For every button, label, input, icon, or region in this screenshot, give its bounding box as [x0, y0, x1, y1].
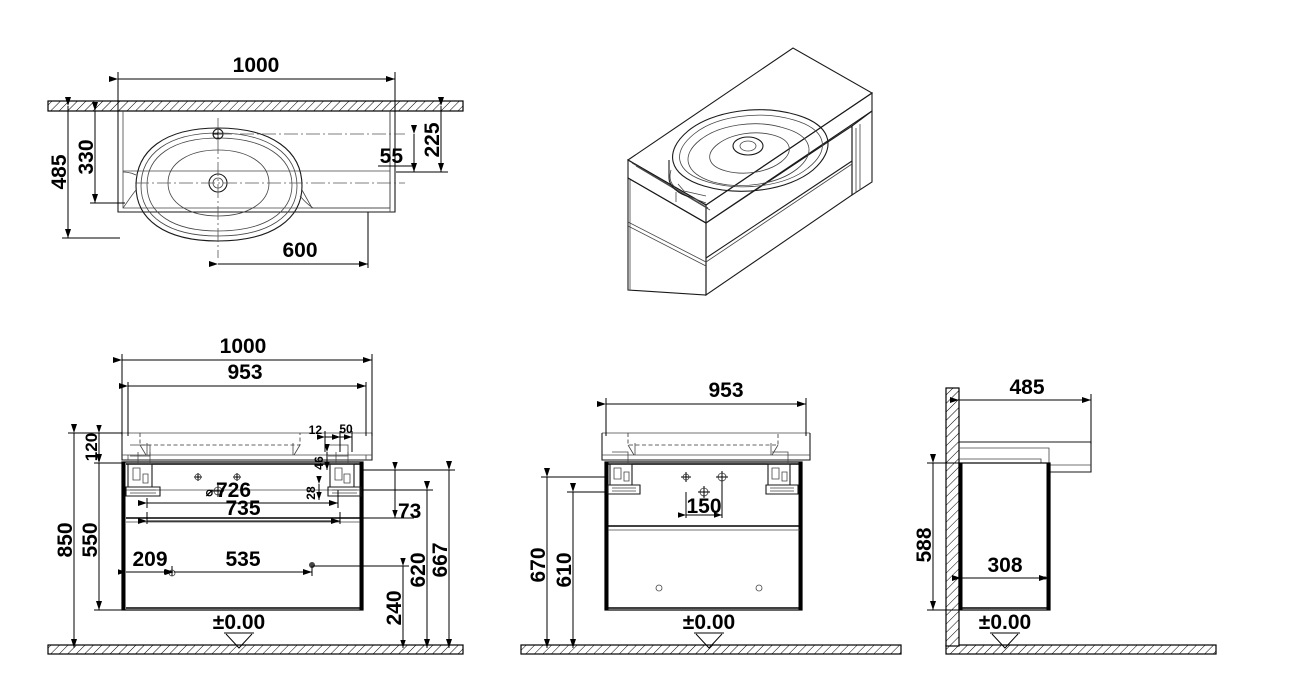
dim-label-1000-plan: 1000 [233, 54, 280, 77]
dim-535-front: 535 [165, 548, 313, 576]
datum-rear: ±0.00 [683, 611, 735, 649]
dim-label-670-rear: 670 [527, 547, 550, 582]
dim-label-535-front: 535 [225, 548, 260, 571]
datum-label-side: ±0.00 [979, 611, 1031, 634]
dim-label-485-side: 485 [1009, 376, 1044, 399]
dim-550-front: 550 [79, 454, 124, 611]
rear-counter-slab [601, 432, 811, 461]
side-cabinet-body [958, 462, 1051, 611]
datum-label-rear: ±0.00 [683, 611, 735, 634]
dim-240-front: 240 [313, 558, 409, 648]
dim-label-485-plan: 485 [48, 154, 71, 189]
datum-side: ±0.00 [979, 611, 1031, 649]
front-hardware-left [125, 444, 161, 497]
dim-1000-front: 1000 [113, 335, 373, 436]
dim-1000-plan: 1000 [109, 54, 396, 112]
dim-850-front: 850 [54, 424, 122, 648]
dim-209-front: 209 [118, 548, 173, 576]
floor-hatch-side [945, 644, 1217, 655]
dim-label-953-front: 953 [227, 361, 262, 384]
dim-953-rear: 953 [597, 379, 807, 436]
dim-label-12-front: 12 [309, 423, 323, 437]
dim-label-1000-front: 1000 [220, 335, 267, 358]
dim-588-side: 588 [913, 454, 961, 611]
dim-label-588-side: 588 [913, 527, 936, 562]
dim-label-50-front: 50 [339, 422, 353, 436]
dim-label-330-plan: 330 [75, 139, 98, 174]
dim-label-55-plan: 55 [380, 145, 404, 168]
drain-plan [135, 118, 405, 258]
top-view: 1000 600 485 330 225 55 [47, 54, 464, 268]
dim-953-front: 953 [119, 361, 367, 436]
dim-label-667-front: 667 [429, 542, 452, 577]
dim-label-735-front: 735 [225, 497, 260, 520]
dim-485-plan: 485 [48, 97, 120, 239]
dim-label-308-side: 308 [987, 554, 1022, 577]
dim-150-rear: 150 [678, 480, 723, 518]
dim-label-726-front: 726 [216, 479, 251, 502]
dim-610-rear: 610 [553, 483, 607, 648]
front-counter-slab [121, 432, 373, 461]
dim-600-plan: 600 [209, 212, 369, 268]
dim-330-plan: 330 [75, 102, 125, 204]
dim-label-600-plan: 600 [282, 239, 317, 262]
rear-hardware-right [765, 451, 799, 495]
dim-label-120-front: 120 [82, 433, 101, 461]
dim-label-550-front: 550 [79, 522, 102, 557]
dim-55-plan: 55 [378, 125, 417, 172]
dim-detail-front: 12 50 46 28 [304, 422, 353, 500]
dim-label-620-front: 620 [407, 552, 430, 587]
dim-225-plan: 225 [396, 97, 448, 173]
dim-label-46-front: 46 [312, 456, 326, 470]
rear-hardware-left [607, 451, 641, 495]
dim-735-front: 735 [138, 497, 341, 524]
counter-outline-plan [117, 111, 396, 213]
dim-667-front: 667 [396, 461, 455, 648]
floor-hatch-front [47, 644, 464, 655]
dim-label-73-front: 73 [398, 500, 421, 523]
iso-view [626, 47, 874, 297]
front-cabinet-body [121, 461, 364, 611]
dim-726-front: ⌀ 726 [138, 479, 339, 508]
dim-label-209-front: 209 [132, 548, 167, 571]
rear-elevation-view: 953 670 610 150 ±0.00 [520, 379, 902, 655]
dim-label-610-rear: 610 [553, 552, 576, 587]
dim-308-side: 308 [952, 554, 1048, 581]
dim-symbol-dia-726: ⌀ [206, 485, 214, 499]
datum-front: ±0.00 [213, 611, 265, 649]
floor-hatch-rear [520, 644, 902, 655]
front-hardware-right [327, 444, 362, 497]
datum-label-front: ±0.00 [213, 611, 265, 634]
wall-hatch-side [945, 387, 960, 647]
basin-plan [122, 127, 390, 242]
dim-label-225-plan: 225 [421, 122, 444, 157]
rear-cabinet-body [604, 461, 803, 611]
dim-label-150-rear: 150 [686, 495, 721, 518]
dim-label-28-front: 28 [304, 486, 318, 500]
dim-label-240-front: 240 [383, 590, 406, 625]
dim-label-850-front: 850 [54, 522, 77, 557]
dim-620-front: 620 [363, 481, 433, 648]
dim-485-side: 485 [950, 376, 1092, 444]
front-elevation-view: 1000 953 850 550 120 ⌀ 7 [47, 335, 464, 655]
dim-label-953-rear: 953 [708, 379, 743, 402]
side-section-view: 485 308 588 ±0.00 [913, 376, 1217, 655]
iso-cabinet-right-face [851, 109, 873, 197]
iso-basin [668, 109, 829, 204]
dim-670-rear: 670 [527, 468, 607, 648]
dim-120-front: 120 [82, 425, 102, 462]
wall-hatch-plan [47, 100, 464, 112]
